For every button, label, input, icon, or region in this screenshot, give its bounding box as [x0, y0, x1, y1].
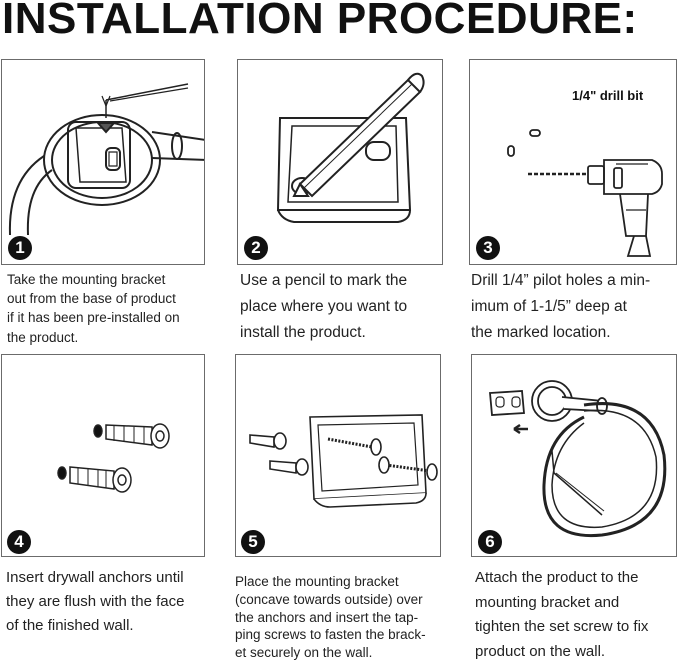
step-2-illustration: 2 [237, 59, 443, 265]
step-6-illustration: 6 [471, 354, 677, 557]
step-3-number: 3 [476, 236, 500, 260]
step-4-illustration: 4 [1, 354, 205, 557]
step-5-description: Place the mounting bracket (concave towa… [235, 574, 426, 661]
step-5-number: 5 [241, 530, 265, 554]
towel-ring-attach-drawing [489, 380, 667, 538]
step-1-number: 1 [8, 236, 32, 260]
step-2-number: 2 [244, 236, 268, 260]
step-4-number: 4 [7, 530, 31, 554]
pencil-marking-drawing [276, 72, 425, 223]
step-6-number: 6 [478, 530, 502, 554]
step-2-description: Use a pencil to mark the place where you… [240, 272, 408, 341]
step-3-illustration: 1/4" drill bit 3 [469, 59, 677, 265]
step-3-description: Drill 1/4” pilot holes a min- imum of 1-… [471, 272, 651, 341]
step-6-description: Attach the product to the mounting brack… [475, 569, 649, 660]
bracket-screws-drawing [249, 414, 438, 508]
page-title: INSTALLATION PROCEDURE: [2, 0, 638, 43]
step-1-description: Take the mounting bracket out from the b… [7, 272, 180, 345]
drilling-drawing [507, 129, 663, 257]
drill-bit-label: 1/4" drill bit [572, 88, 644, 103]
step-4-description: Insert drywall anchors until they are fl… [6, 569, 185, 634]
step-1-illustration: 1 [1, 59, 205, 265]
drywall-anchors-drawing [57, 423, 170, 493]
step-5-illustration: 5 [235, 354, 441, 557]
bracket-removal-drawing [8, 83, 204, 236]
